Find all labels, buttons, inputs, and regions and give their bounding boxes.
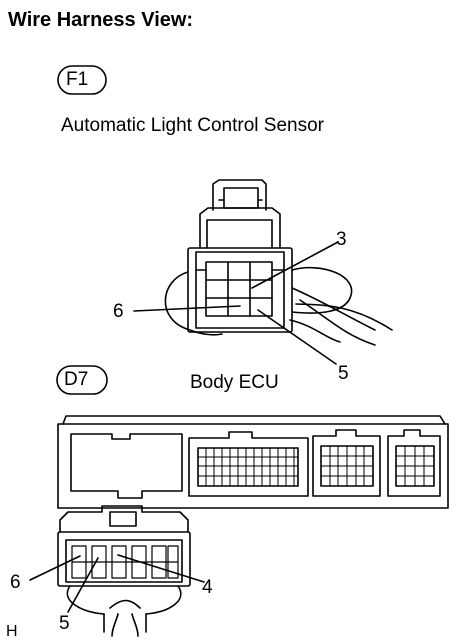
f1-connector bbox=[133, 179, 393, 365]
f1-latch bbox=[212, 179, 267, 211]
ecu-socket-4 bbox=[387, 429, 441, 497]
d7-pin-5-label: 5 bbox=[59, 613, 70, 634]
ecu-socket-2 bbox=[188, 431, 309, 497]
d7-housing bbox=[57, 531, 191, 587]
f1-component-name: Automatic Light Control Sensor bbox=[61, 115, 324, 136]
body-ecu bbox=[57, 415, 449, 509]
body-ecu-housing bbox=[57, 423, 449, 509]
d7-pin-4-label: 4 bbox=[202, 577, 213, 598]
d7-pin6-leader bbox=[29, 555, 81, 581]
f1-badge-outline bbox=[57, 65, 107, 95]
pin3-leader bbox=[251, 241, 339, 289]
f1-badge-label: F1 bbox=[66, 69, 89, 90]
d7-pin4-leader bbox=[117, 554, 205, 583]
d7-badge-label: D7 bbox=[64, 369, 89, 390]
d7-pin5-leader bbox=[67, 557, 99, 613]
f1-wire-loop-right bbox=[291, 266, 353, 314]
footer-code: H bbox=[6, 623, 18, 640]
diagram-title: Wire Harness View: bbox=[8, 9, 194, 31]
pin5-leader bbox=[257, 309, 337, 365]
d7-pin-6-label: 6 bbox=[10, 572, 21, 593]
f1-pin-5-label: 5 bbox=[338, 363, 349, 384]
d7-latch bbox=[59, 505, 189, 533]
f1-pin-3-label: 3 bbox=[336, 229, 347, 250]
f1-wire-loop-left bbox=[164, 271, 223, 336]
pin6-leader bbox=[133, 305, 241, 312]
d7-component-name: Body ECU bbox=[190, 372, 279, 393]
d7-connector bbox=[29, 505, 205, 637]
ecu-socket-3 bbox=[312, 429, 381, 497]
f1-cavity-block bbox=[205, 261, 273, 317]
ecu-socket-1 bbox=[70, 433, 183, 499]
f1-pin-6-label: 6 bbox=[113, 301, 124, 322]
f1-housing bbox=[187, 247, 293, 333]
d7-badge-outline bbox=[56, 365, 108, 395]
